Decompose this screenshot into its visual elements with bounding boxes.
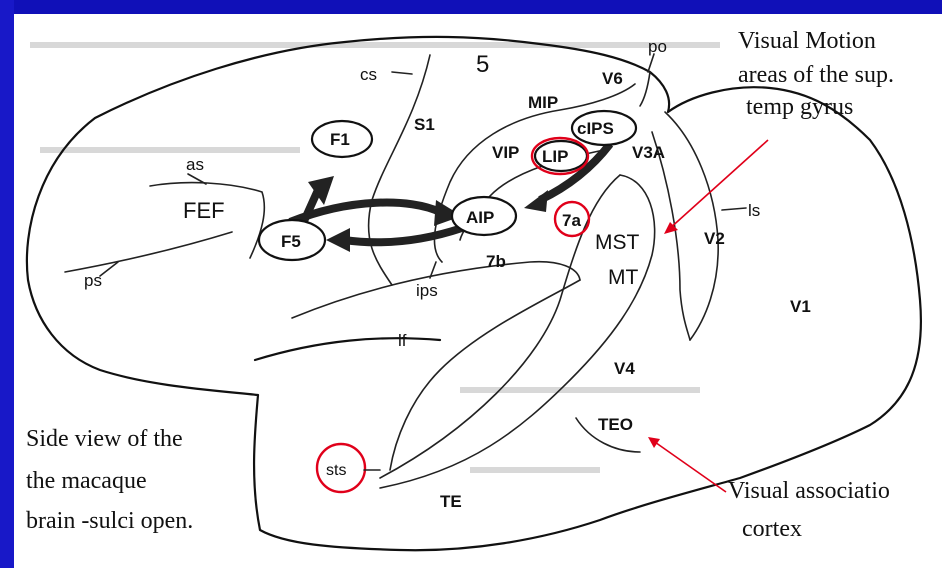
arrowhead-aip-from-cips xyxy=(524,190,548,212)
brain-outer-contour xyxy=(25,35,922,552)
arrowhead-f5 xyxy=(326,228,350,252)
label-s1: S1 xyxy=(414,115,435,134)
motion-pointer xyxy=(667,139,769,231)
label-ls: ls xyxy=(748,201,760,220)
lunate-sulcus-inner xyxy=(651,131,691,341)
ips-tick xyxy=(429,261,437,279)
label-v1: V1 xyxy=(790,297,811,316)
f5-oval xyxy=(257,218,327,262)
arrowhead-f1 xyxy=(308,176,334,205)
label-f5: F5 xyxy=(281,232,301,251)
sulci xyxy=(64,54,719,489)
ls-tick xyxy=(721,207,747,211)
label-ps: ps xyxy=(84,271,102,290)
slide-left-band xyxy=(0,0,14,568)
lateral-fissure-lower xyxy=(389,279,581,471)
caption-side-2: the macaque xyxy=(26,468,147,494)
sts-upper-bank xyxy=(379,174,656,489)
label-lf: lf xyxy=(398,331,407,350)
principal-sulcus xyxy=(64,231,233,273)
label-v4: V4 xyxy=(614,359,635,378)
aip-oval xyxy=(450,195,518,237)
lateral-fissure-upper xyxy=(291,260,581,319)
label-mip: MIP xyxy=(528,93,558,112)
brain-outline xyxy=(25,35,922,552)
label-as: as xyxy=(186,155,204,174)
caption-side-3: brain -sulci open. xyxy=(26,508,193,534)
arrow-aip-to-f5 xyxy=(343,224,464,247)
label-7b: 7b xyxy=(486,252,506,271)
label-7a: 7a xyxy=(562,211,581,230)
label-vip: VIP xyxy=(492,143,519,162)
caption-motion-2: areas of the sup. xyxy=(738,62,894,88)
teo-sulcus xyxy=(575,417,641,453)
label-fef: FEF xyxy=(183,198,225,223)
pointer-arrows xyxy=(648,139,769,493)
label-teo: TEO xyxy=(598,415,633,434)
label-5: 5 xyxy=(476,51,489,78)
captions: Visual Motion areas of the sup. temp gyr… xyxy=(26,28,894,542)
label-v2: V2 xyxy=(704,229,725,248)
caption-assoc-2: cortex xyxy=(742,516,802,542)
label-lip: LIP xyxy=(542,147,568,166)
label-cs: cs xyxy=(360,65,377,84)
cs-tick xyxy=(391,71,413,75)
caption-side-1: Side view of the xyxy=(26,426,183,452)
area-ovals xyxy=(257,109,638,262)
label-ips: ips xyxy=(416,281,438,300)
caption-motion-1: Visual Motion xyxy=(738,28,876,54)
motion-pointer-head xyxy=(664,222,678,234)
arrowhead-aip xyxy=(434,200,462,226)
label-po: po xyxy=(648,37,667,56)
connection-arrows xyxy=(288,141,614,252)
sts-lower-bank xyxy=(379,174,621,479)
caption-motion-3: temp gyrus xyxy=(746,94,853,120)
label-v6: V6 xyxy=(602,69,623,88)
label-te: TE xyxy=(440,492,462,511)
slide-top-band xyxy=(0,0,942,14)
label-f1: F1 xyxy=(330,130,350,149)
po-tick xyxy=(647,53,655,73)
cips-oval xyxy=(570,109,638,147)
caption-assoc-1: Visual associatio xyxy=(728,478,890,504)
central-sulcus xyxy=(367,54,431,286)
label-mst: MST xyxy=(595,231,640,254)
dorsal-midline xyxy=(253,337,442,362)
label-sts: sts xyxy=(326,462,346,479)
arrow-f5-to-aip xyxy=(288,198,442,226)
label-cips: cIPS xyxy=(577,119,614,138)
figure-panel xyxy=(14,14,942,568)
label-aip: AIP xyxy=(466,208,494,227)
lip-highlight xyxy=(530,136,590,176)
label-v3a: V3A xyxy=(632,143,665,162)
7a-highlight xyxy=(553,200,591,238)
lunate-sulcus-outer xyxy=(664,111,719,341)
parieto-occipital-sulcus xyxy=(639,71,651,107)
assoc-pointer xyxy=(651,439,727,493)
arrow-cips-to-aip xyxy=(538,141,614,204)
f1-oval xyxy=(310,119,374,159)
ps-tick xyxy=(99,261,119,277)
area-labels: cs 5 po V6 MIP S1 F1 cIPS V3A VIP LIP as… xyxy=(84,37,811,511)
label-ticks xyxy=(99,53,747,471)
highlight-circles xyxy=(315,136,591,494)
as-tick xyxy=(187,173,207,185)
assoc-pointer-head xyxy=(648,437,660,448)
label-mt: MT xyxy=(608,266,638,289)
sts-highlight xyxy=(315,442,367,494)
